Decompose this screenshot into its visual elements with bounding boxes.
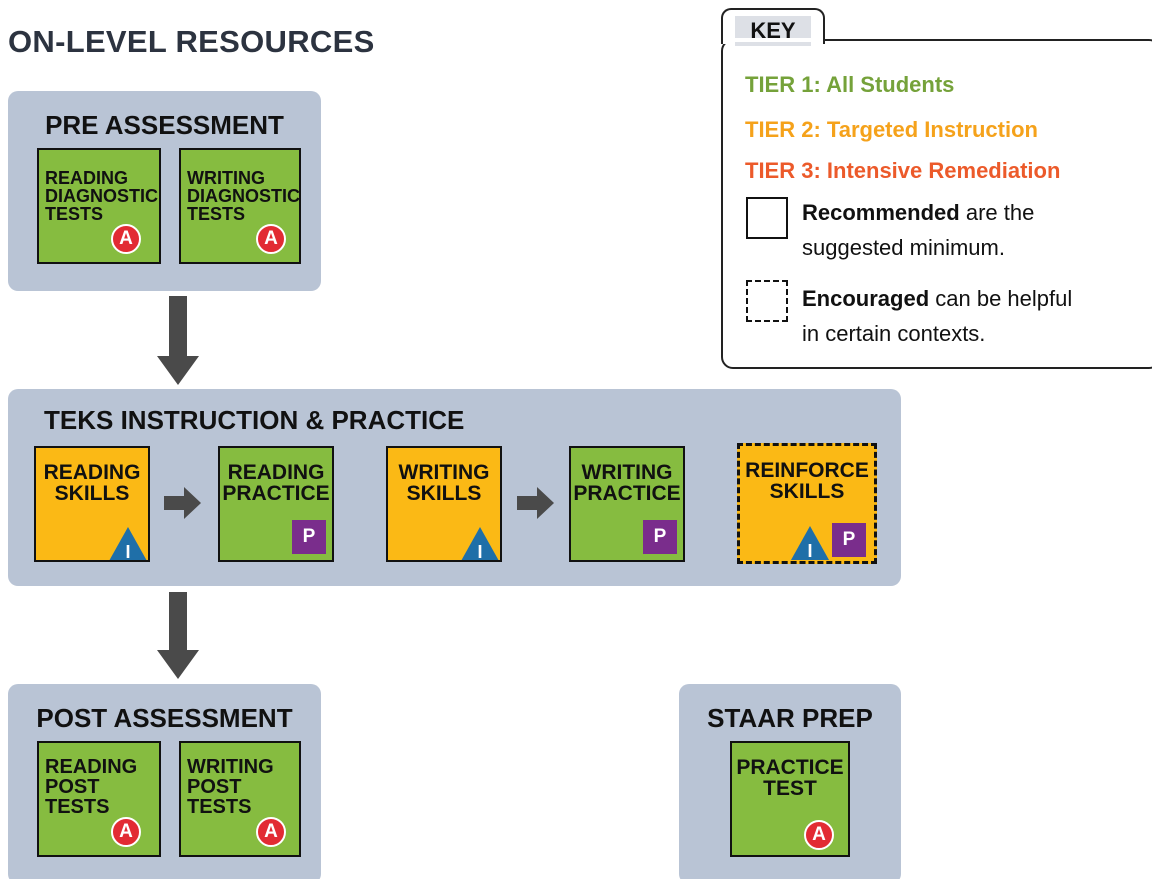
staar-prep-panel: STAAR PREP PRACTICE TEST A — [679, 684, 901, 879]
post-assessment-panel: POST ASSESSMENT READING POST TESTS A WRI… — [8, 684, 321, 879]
right-arrow — [517, 487, 554, 519]
recommended-swatch — [746, 197, 788, 239]
teks-instruction-practice-panel: TEKS INSTRUCTION & PRACTICE READING SKIL… — [8, 389, 901, 586]
recommended-term: Recommended — [802, 200, 960, 225]
assessment-badge: A — [804, 820, 834, 850]
assessment-badge: A — [256, 817, 286, 847]
card-label: READING PRACTICE — [222, 461, 330, 505]
reading-diagnostic-tests-card[interactable]: READING DIAGNOSTIC TESTS A — [37, 148, 161, 264]
staar-prep-title: STAAR PREP — [707, 703, 873, 733]
card-label: REINFORCE SKILLS — [745, 459, 869, 503]
reinforce-skills-card[interactable]: REINFORCE SKILLS I P — [737, 443, 877, 564]
card-label: READING SKILLS — [43, 461, 141, 505]
practice-test-card[interactable]: PRACTICE TEST A — [730, 741, 850, 857]
instruction-badge: I — [108, 526, 148, 560]
card-label: READING POST TESTS — [45, 756, 138, 818]
writing-skills-card[interactable]: WRITING SKILLS I — [386, 446, 502, 562]
reading-post-tests-card[interactable]: READING POST TESTS A — [37, 741, 161, 857]
page-title: ON-LEVEL RESOURCES — [8, 24, 375, 59]
encouraged-swatch — [746, 280, 788, 322]
key-tier-1: TIER 1: All Students — [745, 72, 955, 97]
reading-skills-card[interactable]: READING SKILLS I — [34, 446, 150, 562]
card-label: READING DIAGNOSTIC TESTS — [45, 168, 159, 224]
instruction-badge: I — [460, 526, 500, 560]
pre-assessment-title: PRE ASSESSMENT — [45, 110, 284, 140]
down-arrow — [157, 592, 199, 679]
encouraged-description: Encouraged can be helpful in certain con… — [802, 281, 1072, 351]
practice-badge: P — [832, 523, 866, 557]
assessment-badge: A — [111, 817, 141, 847]
encouraged-text: can be helpful in certain contexts. — [802, 286, 1073, 346]
instruction-badge: I — [790, 525, 830, 561]
recommended-text: are the suggested minimum. — [802, 200, 1035, 260]
assessment-badge: A — [111, 224, 141, 254]
card-label: WRITING POST TESTS — [187, 756, 274, 818]
reading-practice-card[interactable]: READING PRACTICE P — [218, 446, 334, 562]
card-label: PRACTICE TEST — [736, 756, 844, 800]
recommended-description: Recommended are the suggested minimum. — [802, 195, 1034, 265]
pre-assessment-panel: PRE ASSESSMENT READING DIAGNOSTIC TESTS … — [8, 91, 321, 291]
key-tier-2: TIER 2: Targeted Instruction — [745, 117, 1038, 142]
svg-text:I: I — [125, 542, 130, 562]
practice-badge: P — [292, 520, 326, 554]
down-arrow — [157, 296, 199, 385]
assessment-badge: A — [256, 224, 286, 254]
key-tier-3: TIER 3: Intensive Remediation — [745, 158, 1061, 183]
teks-title: TEKS INSTRUCTION & PRACTICE — [44, 405, 465, 435]
svg-text:I: I — [477, 542, 482, 562]
card-label: WRITING PRACTICE — [573, 461, 681, 505]
card-label: WRITING SKILLS — [398, 461, 490, 505]
card-label: WRITING DIAGNOSTIC TESTS — [187, 168, 301, 224]
right-arrow — [164, 487, 201, 519]
svg-text:I: I — [807, 541, 812, 561]
post-assessment-title: POST ASSESSMENT — [36, 703, 293, 733]
writing-diagnostic-tests-card[interactable]: WRITING DIAGNOSTIC TESTS A — [179, 148, 301, 264]
encouraged-term: Encouraged — [802, 286, 930, 311]
practice-badge: P — [643, 520, 677, 554]
key-legend — [721, 39, 1152, 369]
writing-practice-card[interactable]: WRITING PRACTICE P — [569, 446, 685, 562]
writing-post-tests-card[interactable]: WRITING POST TESTS A — [179, 741, 301, 857]
